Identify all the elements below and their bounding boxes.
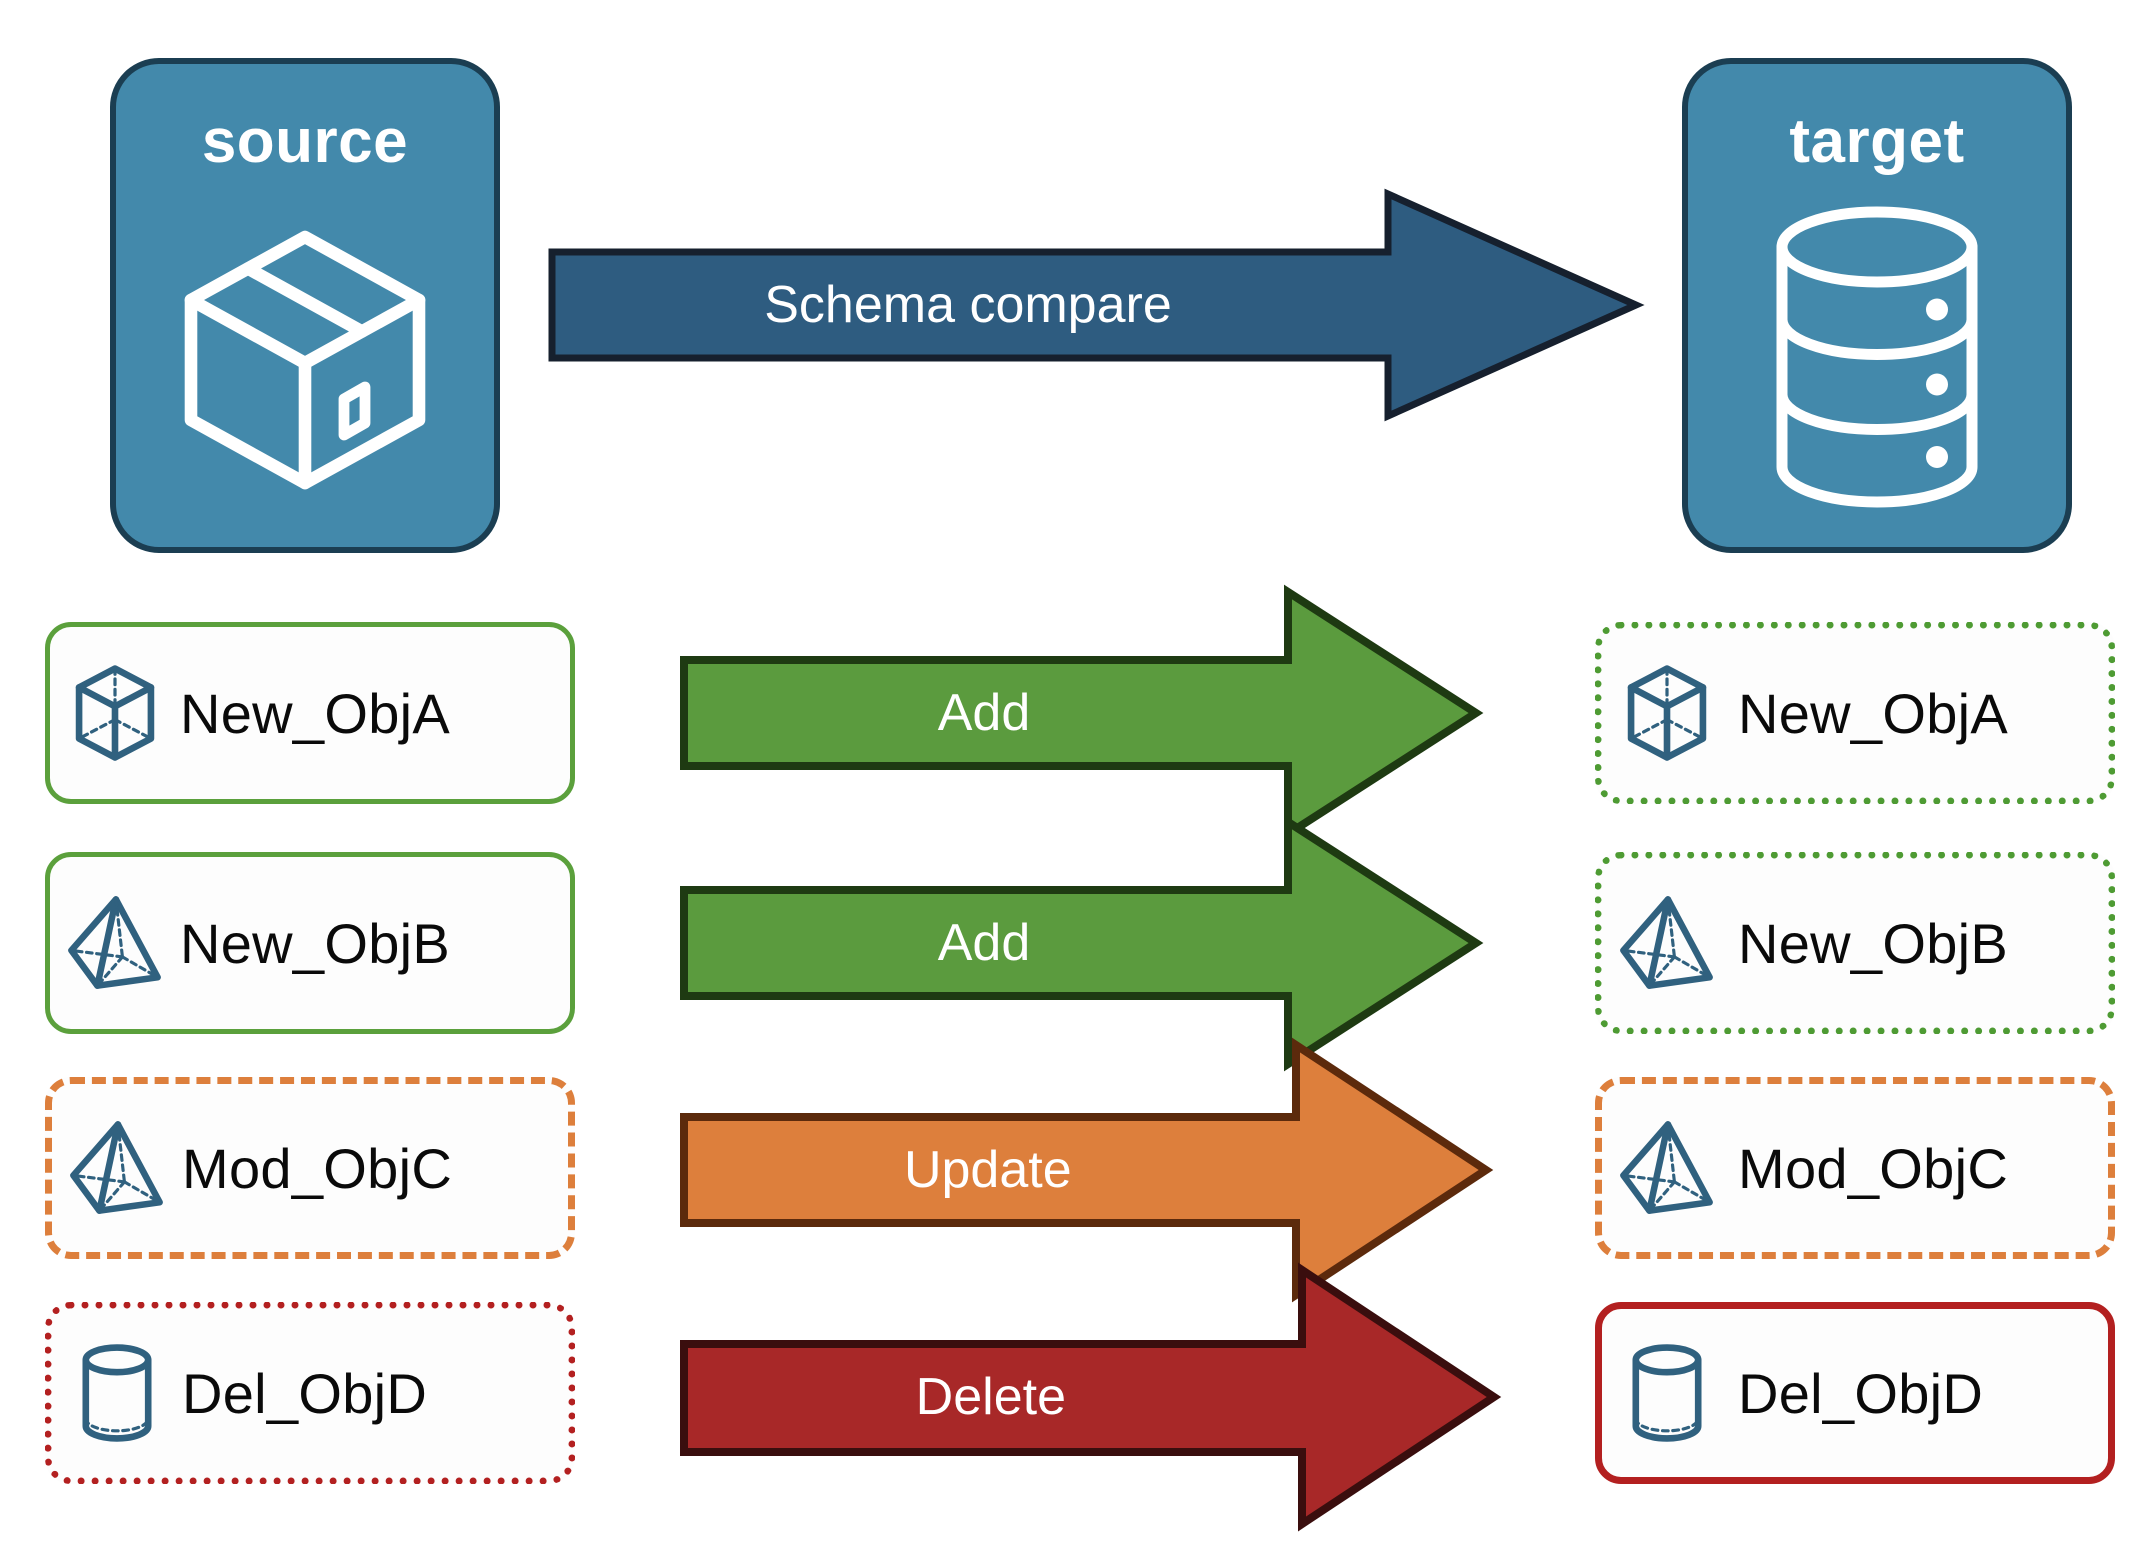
wireframe-pyramid-icon	[50, 891, 180, 995]
target-label: target	[1789, 107, 1965, 176]
database-cylinder-icon	[1682, 178, 2072, 535]
source-object-name: New_ObjA	[180, 681, 451, 745]
comparison-row: New_ObjA Add	[0, 584, 2150, 842]
source-object-name: New_ObjB	[180, 911, 451, 975]
comparison-row: New_ObjB Add	[0, 814, 2150, 1072]
source-endpoint-card: source	[110, 58, 500, 553]
package-box-icon	[110, 178, 500, 535]
source-object-card[interactable]: New_ObjA	[45, 622, 575, 804]
source-object-card[interactable]: New_ObjB	[45, 852, 575, 1034]
wireframe-cube-icon	[1602, 661, 1732, 765]
source-object-name: Del_ObjD	[182, 1361, 428, 1425]
target-object-card[interactable]: New_ObjB	[1595, 852, 2115, 1034]
action-arrow-update: Update	[680, 1037, 1494, 1303]
wireframe-cube-icon	[50, 661, 180, 765]
source-object-card[interactable]: Del_ObjD	[45, 1302, 575, 1484]
target-object-card[interactable]: New_ObjA	[1595, 622, 2115, 804]
action-arrow-delete: Delete	[680, 1262, 1502, 1532]
action-label: Delete	[915, 1368, 1066, 1426]
target-object-card[interactable]: Del_ObjD	[1595, 1302, 2115, 1484]
comparison-row: Del_ObjD Delete Del_ObjD	[0, 1262, 2150, 1532]
wireframe-pyramid-icon	[1602, 1116, 1732, 1220]
target-object-name: New_ObjB	[1738, 911, 2009, 975]
wireframe-pyramid-icon	[52, 1116, 182, 1220]
action-label: Add	[937, 914, 1031, 972]
target-object-name: New_ObjA	[1738, 681, 2009, 745]
schema-compare-arrow: Schema compare	[548, 188, 1645, 422]
wireframe-cylinder-icon	[52, 1341, 182, 1445]
action-label: Add	[937, 684, 1031, 742]
action-arrow-add: Add	[680, 814, 1484, 1072]
comparison-row: Mod_ObjC Update	[0, 1037, 2150, 1303]
source-object-card[interactable]: Mod_ObjC	[45, 1077, 575, 1259]
schema-compare-label: Schema compare	[764, 276, 1172, 334]
wireframe-cylinder-icon	[1602, 1341, 1732, 1445]
target-object-name: Del_ObjD	[1738, 1361, 1984, 1425]
wireframe-pyramid-icon	[1602, 891, 1732, 995]
target-object-card[interactable]: Mod_ObjC	[1595, 1077, 2115, 1259]
target-object-name: Mod_ObjC	[1738, 1136, 2009, 1200]
action-label: Update	[903, 1141, 1072, 1199]
action-arrow-add: Add	[680, 584, 1484, 842]
source-object-name: Mod_ObjC	[182, 1136, 453, 1200]
source-label: source	[201, 107, 409, 176]
target-endpoint-card: target	[1682, 58, 2072, 553]
